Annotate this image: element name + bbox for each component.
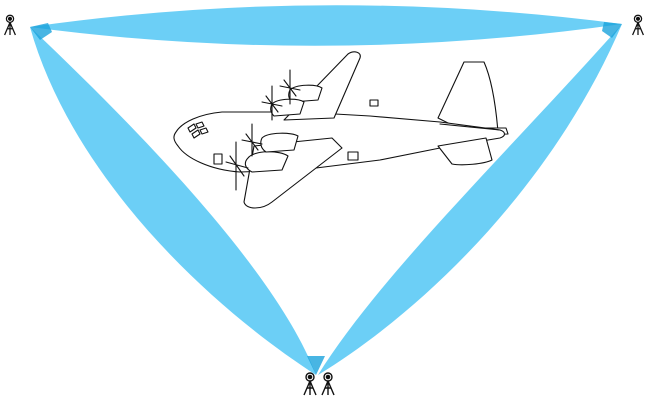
beam-right-link [318, 24, 622, 375]
propeller-4 [225, 141, 249, 191]
camera-tripod-icon [321, 372, 335, 396]
beam-top-link [30, 5, 622, 46]
camera-tripod-icon [4, 14, 16, 36]
beam-left-link [30, 27, 316, 375]
stations-layer [4, 14, 644, 396]
beams-layer [30, 5, 622, 375]
aircraft-near-engine-outer [244, 151, 289, 173]
cockpit-window [195, 121, 205, 129]
aircraft-door [369, 99, 379, 107]
camera-tripod-icon [632, 14, 644, 36]
beam-overlap-top-right [602, 22, 622, 38]
aircraft-far-engine-inner [270, 98, 305, 117]
cockpit-window [187, 123, 197, 133]
cockpit-window [191, 129, 201, 139]
aircraft-propellers [225, 69, 301, 191]
aircraft-illustration [173, 51, 509, 209]
camera-tripod-icon [303, 372, 317, 396]
aircraft-door [347, 151, 359, 161]
aircraft-near-stabilizer [437, 137, 493, 166]
beam-overlap-bottom [307, 356, 325, 375]
propeller-3 [241, 123, 263, 157]
aircraft-door [213, 153, 223, 165]
aircraft-cockpit-windows [187, 121, 209, 139]
aircraft-panel-line [439, 123, 501, 131]
aircraft-near-engine-inner [260, 132, 299, 153]
propeller-2 [261, 85, 283, 121]
propeller-1 [279, 69, 301, 105]
beam-overlap-top-left [30, 23, 52, 40]
cockpit-window [199, 127, 209, 135]
